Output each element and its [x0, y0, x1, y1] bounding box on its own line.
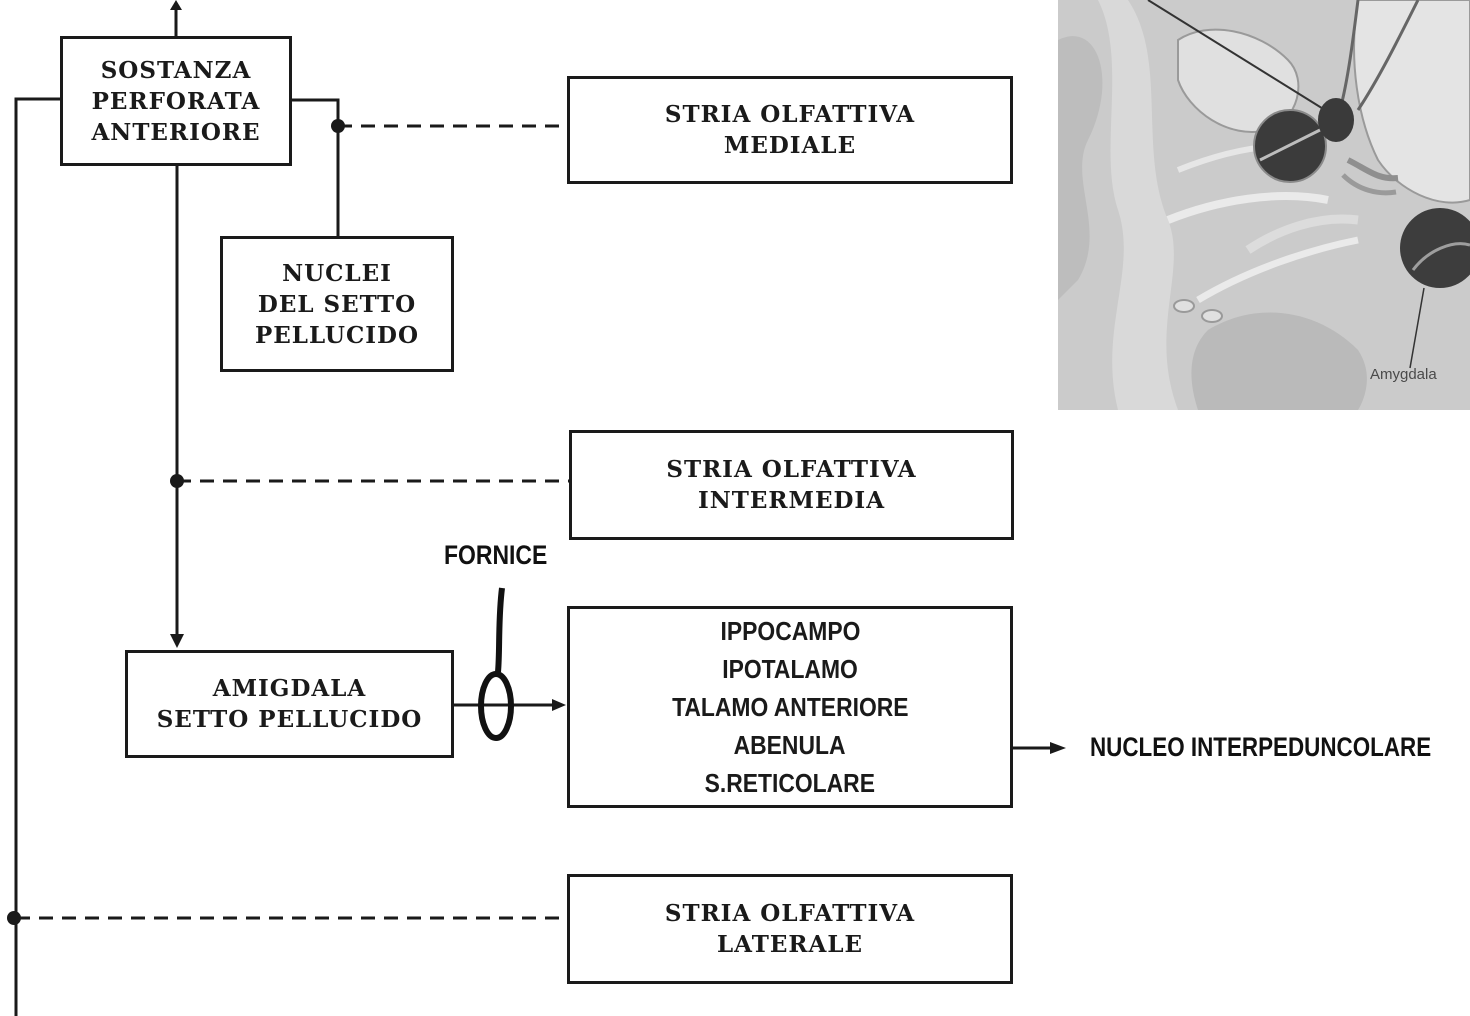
box-sostanza-line-1: SOSTANZA	[100, 56, 252, 84]
amigdala-arrow-head	[170, 634, 184, 648]
box-amigdala-line-2: SETTO PELLUCIDO	[156, 706, 423, 733]
top-arrow-head	[170, 0, 182, 10]
box-nuclei-setto: NUCLEI DEL SETTO PELLUCIDO	[220, 236, 454, 372]
target-ippocampo: IPPOCAMPO	[720, 616, 860, 646]
amygdala-caption: Amygdala	[1370, 366, 1437, 383]
junction-dot-intermedia	[170, 474, 184, 488]
target-s-reticolare: S.RETICOLARE	[704, 768, 876, 798]
left-trunk-line	[14, 97, 62, 1016]
box-laterale-line-2: LATERALE	[716, 931, 864, 958]
junction-dot-mediale	[331, 119, 345, 133]
target-abenula: ABENULA	[734, 730, 846, 760]
junction-dot-laterale	[7, 911, 21, 925]
box-stria-mediale: STRIA OLFATTIVA MEDIALE	[567, 76, 1013, 184]
fornice-label: FORNICE	[444, 540, 548, 570]
targets-arrow-head	[552, 699, 566, 711]
box-intermedia-line-2: INTERMEDIA	[697, 487, 886, 514]
box-intermedia-line-1: STRIA OLFATTIVA	[666, 456, 917, 483]
target-ipotalamo: IPOTALAMO	[722, 654, 858, 684]
box-stria-intermedia: STRIA OLFATTIVA INTERMEDIA	[569, 430, 1014, 540]
box-nuclei-line-3: PELLUCIDO	[254, 321, 419, 349]
box-amigdala: AMIGDALA SETTO PELLUCIDO	[125, 650, 454, 758]
nucleo-arrow-head	[1050, 742, 1066, 754]
box-sostanza-line-2: PERFORATA	[91, 87, 261, 115]
box-amigdala-line-1: AMIGDALA	[212, 675, 367, 702]
box-nuclei-line-2: DEL SETTO	[257, 290, 417, 318]
nucleo-interpeduncolare-label: NUCLEO INTERPEDUNCOLARE	[1090, 732, 1432, 762]
box-mediale-line-2: MEDIALE	[723, 132, 857, 159]
box-sostanza-perforata: SOSTANZA PERFORATA ANTERIORE	[60, 36, 292, 166]
brain-drawing	[1058, 0, 1470, 410]
box-sostanza-line-3: ANTERIORE	[91, 118, 261, 146]
box-laterale-line-1: STRIA OLFATTIVA	[664, 900, 916, 927]
box-mediale-line-1: STRIA OLFATTIVA	[664, 101, 916, 128]
target-talamo-anteriore: TALAMO ANTERIORE	[671, 692, 909, 722]
sostanza-to-nuclei-line	[290, 98, 340, 238]
brain-illustration: Amygdala	[1058, 0, 1470, 410]
fornice-loop-icon	[478, 587, 514, 741]
box-stria-laterale: STRIA OLFATTIVA LATERALE	[567, 874, 1013, 984]
box-targets: IPPOCAMPO IPOTALAMO TALAMO ANTERIORE ABE…	[567, 606, 1013, 808]
box-nuclei-line-1: NUCLEI	[282, 259, 392, 287]
